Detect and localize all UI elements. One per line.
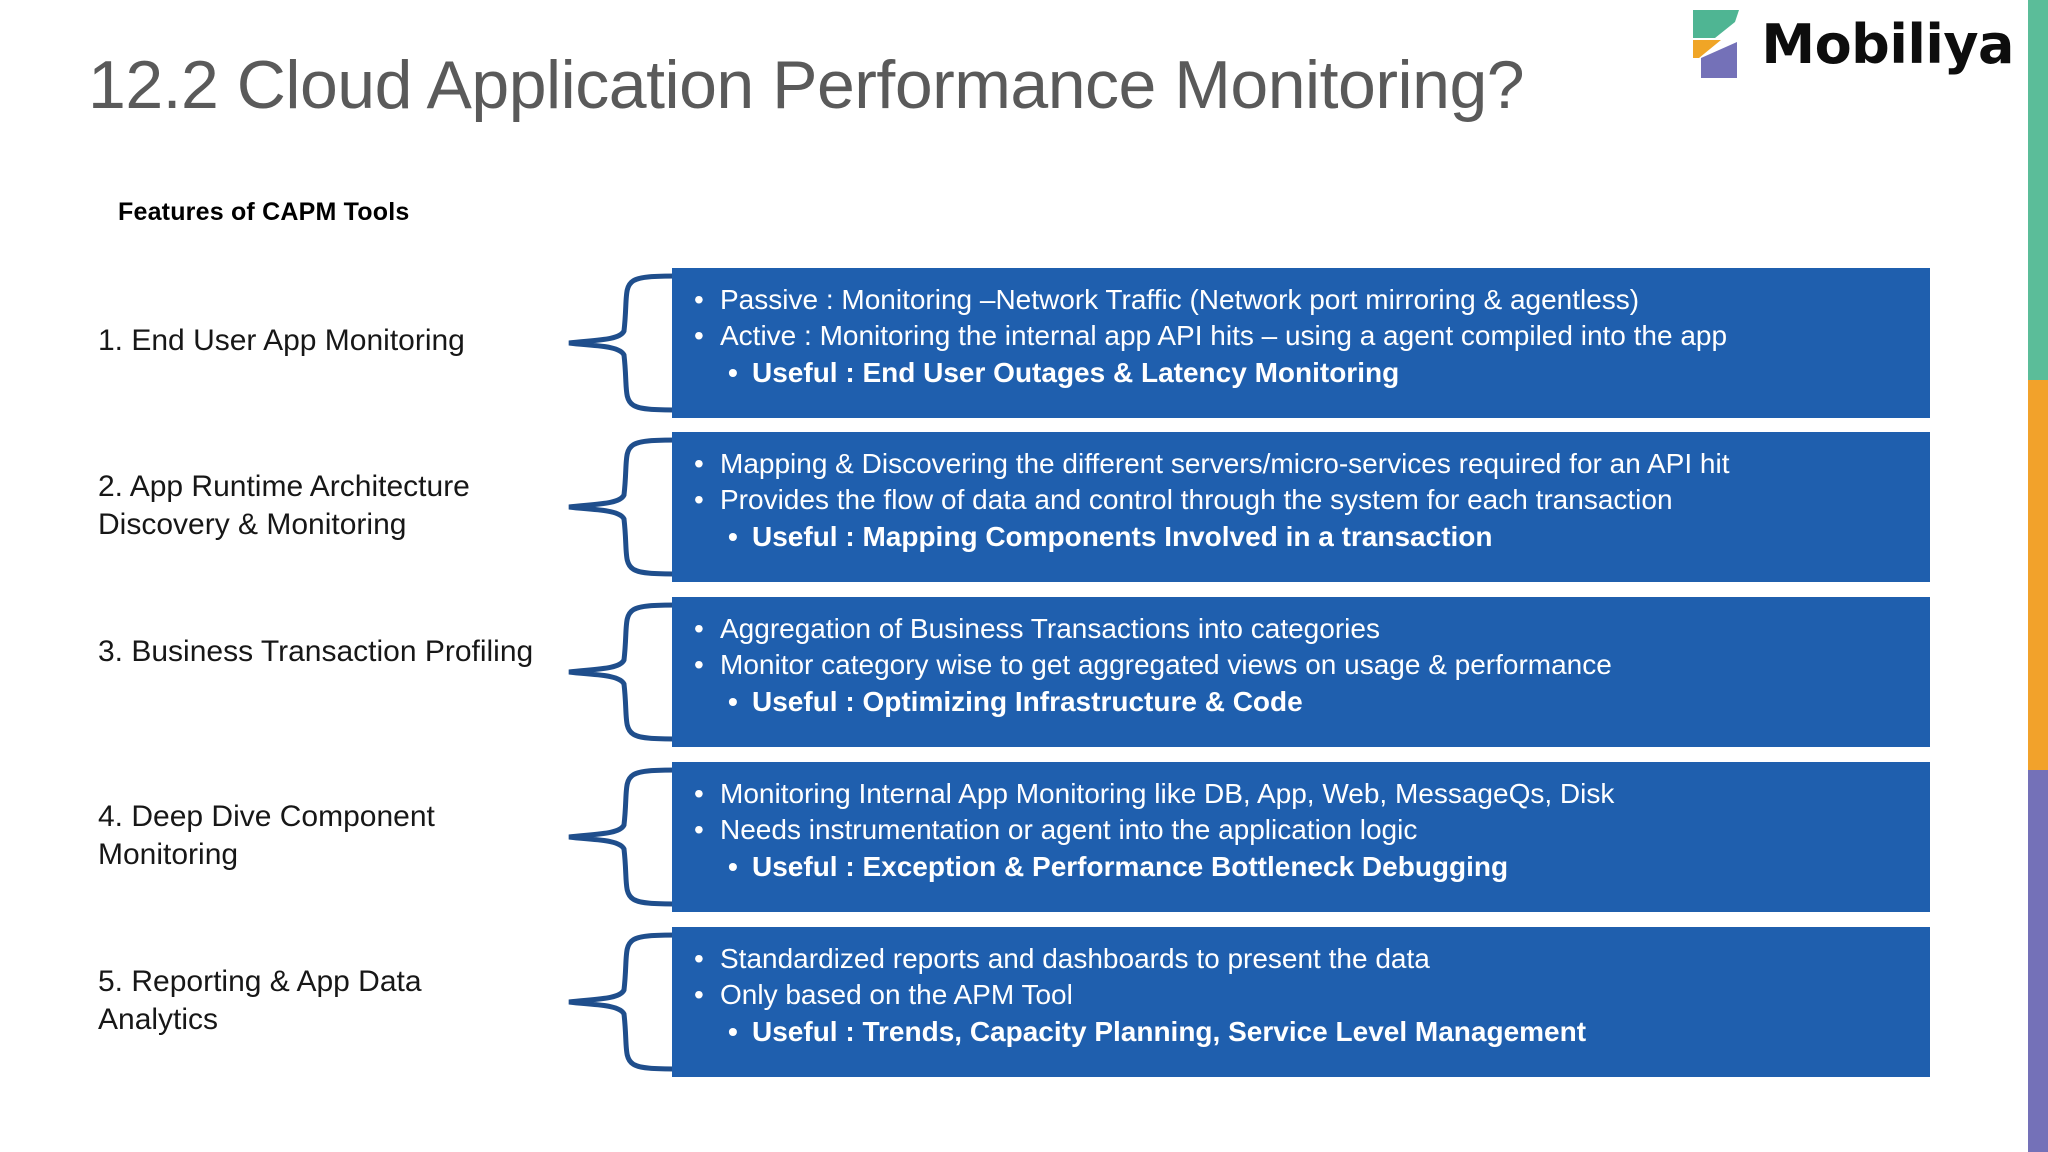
page-title: 12.2 Cloud Application Performance Monit…: [88, 47, 1525, 123]
bullet-dot-icon: •: [694, 649, 704, 681]
edge-stripe-teal-segment: [2028, 0, 2048, 380]
useful-bullet-item: • Useful : Exception & Performance Bottle…: [694, 849, 1908, 885]
bullet-text: Passive : Monitoring –Network Traffic (N…: [720, 284, 1640, 315]
bullet-item: • Needs instrumentation or agent into the…: [694, 812, 1908, 848]
bullet-dot-icon: •: [694, 484, 704, 516]
bullet-dot-icon: •: [694, 284, 704, 315]
useful-bullet-item: • Useful : Trends, Capacity Planning, Ser…: [694, 1014, 1908, 1050]
edge-stripe-orange-segment: [2028, 380, 2048, 770]
bullet-dot-icon: •: [694, 613, 704, 644]
bullet-dot-icon: •: [694, 778, 704, 809]
curly-brace-icon: [565, 597, 683, 752]
bullet-text: Provides the flow of data and control th…: [720, 484, 1673, 516]
brand-name: Mobiliya: [1761, 13, 2014, 76]
useful-bullet-item: • Useful : End User Outages & Latency Mon…: [694, 355, 1908, 391]
bullet-item: • Aggregation of Business Transactions in…: [694, 611, 1908, 647]
feature-detail-box: • Mapping & Discovering the different ser…: [672, 432, 1930, 582]
bullet-text: Useful : Trends, Capacity Planning, Serv…: [752, 1015, 1587, 1047]
feature-label: 2. App Runtime Architecture Discovery & …: [98, 470, 470, 542]
brand-logo: Mobiliya: [1685, 8, 2014, 82]
bullet-text: Mapping & Discovering the different serv…: [720, 448, 1730, 479]
bullet-item: • Mapping & Discovering the different ser…: [694, 446, 1908, 482]
feature-detail-box: • Standardized reports and dashboards to …: [672, 927, 1930, 1077]
bullet-text: Only based on the APM Tool: [720, 979, 1073, 1011]
bullet-text: Useful : End User Outages & Latency Moni…: [752, 356, 1400, 388]
bullet-dot-icon: •: [694, 943, 704, 974]
bullet-dot-icon: •: [728, 1015, 738, 1047]
bullet-dot-icon: •: [694, 320, 704, 352]
bullet-item: • Only based on the APM Tool: [694, 977, 1908, 1013]
bullet-item: • Provides the flow of data and control t…: [694, 482, 1908, 518]
useful-bullet-item: • Useful : Optimizing Infrastructure & Co…: [694, 684, 1908, 720]
curly-brace-icon: [565, 432, 683, 587]
feature-detail-box: • Monitoring Internal App Monitoring like…: [672, 762, 1930, 912]
bullet-text: Useful : Exception & Performance Bottlen…: [752, 850, 1509, 882]
bullet-text: Aggregation of Business Transactions int…: [720, 613, 1380, 644]
curly-brace-icon: [565, 927, 683, 1082]
bullet-dot-icon: •: [728, 520, 738, 552]
bullet-dot-icon: •: [728, 356, 738, 388]
useful-bullet-item: • Useful : Mapping Components Involved in…: [694, 519, 1908, 555]
bullet-dot-icon: •: [694, 979, 704, 1011]
bullet-text: Useful : Mapping Components Involved in …: [752, 520, 1493, 552]
feature-label: 5. Reporting & App Data Analytics: [98, 965, 422, 1037]
bullet-item: • Active : Monitoring the internal app AP…: [694, 318, 1908, 354]
bullet-text: Monitoring Internal App Monitoring like …: [720, 778, 1615, 809]
curly-brace-icon: [565, 268, 683, 423]
slide-subtitle: Features of CAPM Tools: [118, 198, 410, 226]
bullet-text: Active : Monitoring the internal app API…: [720, 320, 1728, 352]
feature-label: 1. End User App Monitoring: [98, 324, 465, 357]
bullet-dot-icon: •: [728, 685, 738, 717]
bullet-dot-icon: •: [694, 814, 704, 846]
bullet-text: Useful : Optimizing Infrastructure & Cod…: [752, 685, 1303, 717]
bullet-item: • Monitoring Internal App Monitoring like…: [694, 776, 1908, 812]
bullet-item: • Standardized reports and dashboards to …: [694, 941, 1908, 977]
feature-detail-box: • Passive : Monitoring –Network Traffic (…: [672, 268, 1930, 418]
feature-label: 4. Deep Dive Component Monitoring: [98, 800, 435, 872]
bullet-dot-icon: •: [694, 448, 704, 479]
feature-label: 3. Business Transaction Profiling: [98, 635, 534, 668]
bullet-text: Standardized reports and dashboards to p…: [720, 943, 1430, 974]
edge-color-stripe: [2028, 0, 2048, 1152]
curly-brace-icon: [565, 762, 683, 917]
edge-stripe-purple-segment: [2028, 770, 2048, 1152]
bullet-text: Monitor category wise to get aggregated …: [720, 649, 1612, 681]
mobiliya-logo-mark-icon: [1685, 8, 1747, 82]
bullet-dot-icon: •: [728, 850, 738, 882]
bullet-item: • Monitor category wise to get aggregated…: [694, 647, 1908, 683]
bullet-text: Needs instrumentation or agent into the …: [720, 814, 1418, 846]
bullet-item: • Passive : Monitoring –Network Traffic (…: [694, 282, 1908, 318]
feature-detail-box: • Aggregation of Business Transactions in…: [672, 597, 1930, 747]
